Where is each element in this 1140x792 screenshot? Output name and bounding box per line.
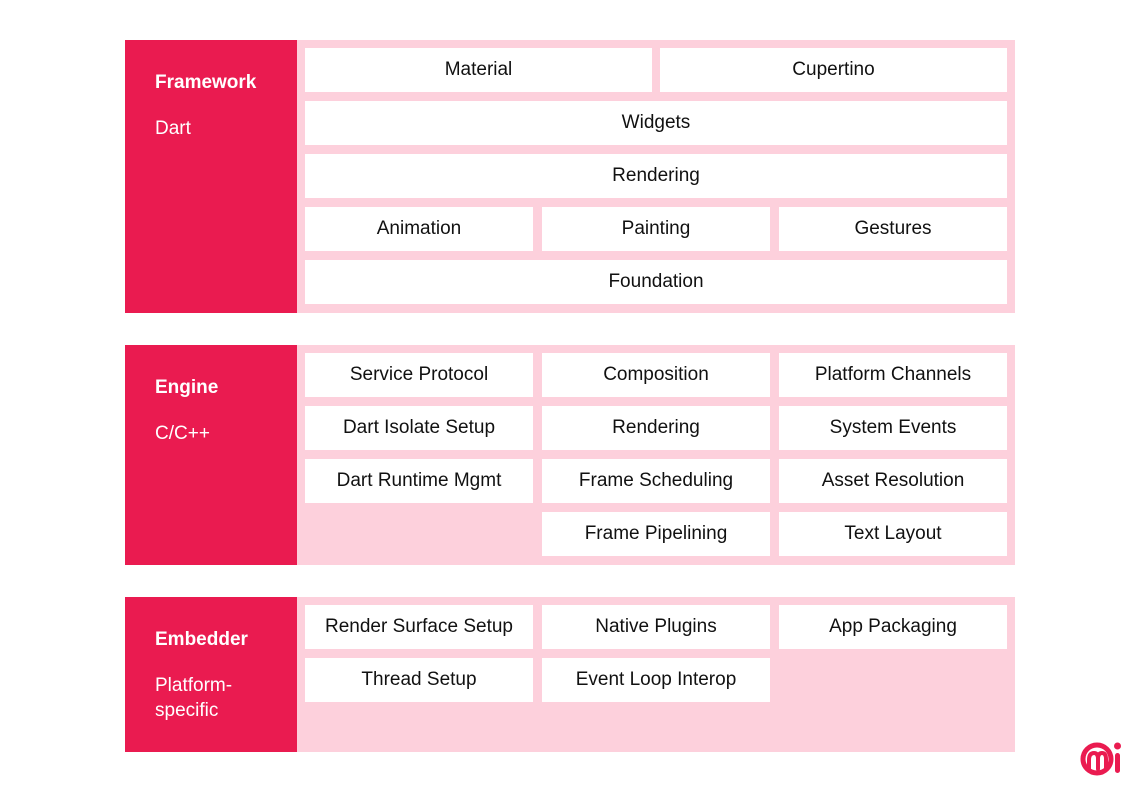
engine-box: Dart Isolate Setup bbox=[305, 406, 533, 450]
engine-box: Rendering bbox=[542, 406, 770, 450]
framework-box: Gestures bbox=[779, 207, 1007, 251]
framework-title: Framework bbox=[155, 72, 257, 93]
embedder-language: Platform- specific bbox=[155, 675, 233, 721]
engine-box: Service Protocol bbox=[305, 353, 533, 397]
embedder-box: App Packaging bbox=[779, 605, 1007, 649]
framework-box: Animation bbox=[305, 207, 533, 251]
embedder-box: Event Loop Interop bbox=[542, 658, 770, 702]
engine-language: C/C++ bbox=[155, 423, 210, 444]
engine-box: Platform Channels bbox=[779, 353, 1007, 397]
framework-box: Painting bbox=[542, 207, 770, 251]
embedder-box: Render Surface Setup bbox=[305, 605, 533, 649]
embedder-title: Embedder bbox=[155, 629, 248, 650]
framework-box: Foundation bbox=[305, 260, 1007, 304]
framework-box: Material bbox=[305, 48, 652, 92]
framework-label-panel: Framework Dart bbox=[125, 40, 297, 313]
engine-title: Engine bbox=[155, 377, 219, 398]
framework-box: Cupertino bbox=[660, 48, 1007, 92]
engine-box: Frame Scheduling bbox=[542, 459, 770, 503]
embedder-label-panel: Embedder Platform- specific bbox=[125, 597, 297, 752]
embedder-box: Thread Setup bbox=[305, 658, 533, 702]
engine-box: Dart Runtime Mgmt bbox=[305, 459, 533, 503]
engine-layer: Engine C/C++ Service Protocol Dart Isola… bbox=[125, 345, 1015, 565]
framework-box: Widgets bbox=[305, 101, 1007, 145]
engine-box: System Events bbox=[779, 406, 1007, 450]
mi-logo-icon bbox=[1080, 742, 1121, 776]
engine-box: Text Layout bbox=[779, 512, 1007, 556]
engine-box: Composition bbox=[542, 353, 770, 397]
engine-box: Asset Resolution bbox=[779, 459, 1007, 503]
framework-language: Dart bbox=[155, 118, 191, 139]
framework-box: Rendering bbox=[305, 154, 1007, 198]
engine-label-panel: Engine C/C++ bbox=[125, 345, 297, 565]
embedder-box: Native Plugins bbox=[542, 605, 770, 649]
engine-box: Frame Pipelining bbox=[542, 512, 770, 556]
embedder-layer: Embedder Platform- specific Render Surfa… bbox=[125, 597, 1015, 752]
framework-layer: Framework Dart Material Cupertino Widget… bbox=[125, 40, 1015, 313]
